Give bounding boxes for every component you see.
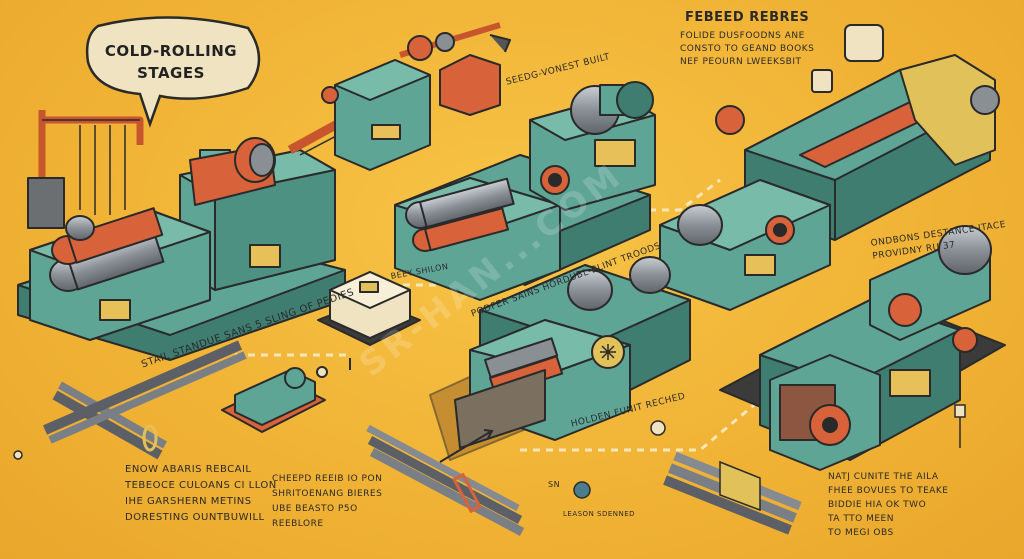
bottom-tiny-label: SN — [548, 480, 561, 489]
bending-device — [317, 271, 421, 346]
diagram-title-line2: STAGES — [137, 64, 205, 82]
rebar-bundle-left — [43, 340, 247, 460]
bottom-left-label: ENOW ABARIS REBCAIL TEBEOCE CULOANS CI L… — [125, 464, 277, 523]
diagram-title-line1: COLD-ROLLING — [104, 42, 238, 60]
flow-arrows — [349, 358, 494, 463]
top-right-title: FEBEED REBRES — [685, 10, 810, 25]
small-parts — [13, 404, 966, 499]
rebar-bundle-center — [366, 424, 525, 536]
bottom-small-label: LEASON SDENNED — [563, 510, 636, 518]
stage0-feed-unit — [321, 22, 511, 171]
title-bubble — [85, 16, 261, 128]
stage3-long-roller-line — [659, 24, 1000, 311]
top-right-body: FOLIDE DUSFOODNS ANE CONSTO TO GEAND BOO… — [680, 31, 815, 67]
stage4-rolling-mill — [429, 256, 691, 461]
bottom-right-label: NATJ CUNITE THE AILA FHEE BOVUES TO TEAK… — [828, 472, 949, 538]
rebar-bundle-right — [663, 451, 802, 535]
stage5-rolling-mill — [719, 225, 1006, 471]
bottom-mid-label: CHEEPD REEIB IO PON SHRITOENANG BIERES U… — [272, 474, 383, 529]
small-straightener — [221, 366, 328, 433]
diagram-title: COLD-ROLLING STAGES — [96, 40, 246, 84]
stage2-rolling-mill — [394, 81, 656, 301]
stage1-rolling-mill — [17, 91, 396, 361]
